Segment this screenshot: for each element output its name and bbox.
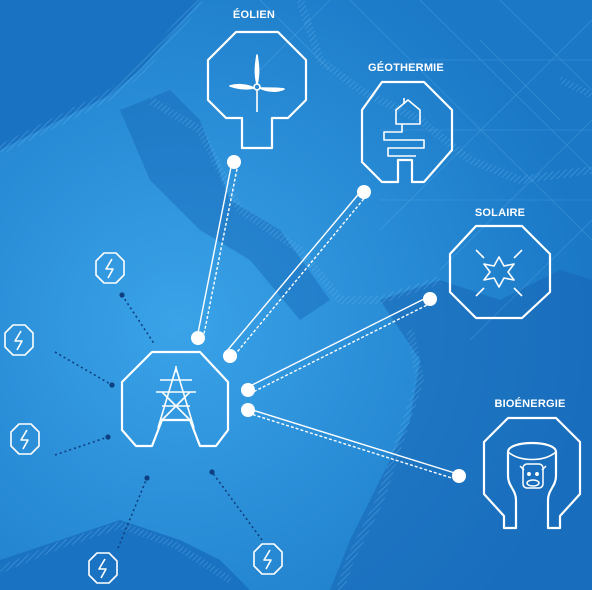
map-region-shadow xyxy=(120,90,330,320)
eolien-node xyxy=(206,30,308,150)
geothermie-label: GÉOTHERMIE xyxy=(368,62,444,74)
geothermie-node xyxy=(360,80,454,184)
bioenergie-node xyxy=(482,416,582,530)
sun-icon xyxy=(475,249,523,297)
link-endpoints xyxy=(191,155,466,483)
map-region-shadow xyxy=(330,270,592,590)
eolien-label: ÉOLIEN xyxy=(232,9,276,21)
wind-turbine-icon xyxy=(229,54,285,112)
transmission-tower-icon xyxy=(156,366,196,429)
region-border xyxy=(336,329,425,590)
lightning-bolt-icon xyxy=(95,252,125,284)
lightning-bolt-icon xyxy=(88,552,118,584)
geothermal-house-icon xyxy=(383,98,425,157)
lightning-bolt-icon xyxy=(253,543,283,575)
lightning-bolt-icon xyxy=(10,423,40,455)
region-border xyxy=(558,76,592,99)
transmission-tower-node xyxy=(120,350,230,448)
region-border xyxy=(0,0,204,155)
region-border xyxy=(0,521,232,583)
region-border xyxy=(147,96,442,304)
consumer-links xyxy=(54,294,263,549)
source-links xyxy=(196,161,459,481)
consumer-nodes xyxy=(4,252,283,584)
background-mesh xyxy=(259,0,592,341)
solaire-label: SOLAIRE xyxy=(474,207,526,219)
lightning-bolt-icon xyxy=(4,324,34,356)
consumer-link-dots xyxy=(105,292,215,481)
solaire-node xyxy=(448,224,552,320)
bioenergie-label: BIOÉNERGIE xyxy=(494,398,566,410)
cow-biogas-icon xyxy=(507,451,557,489)
